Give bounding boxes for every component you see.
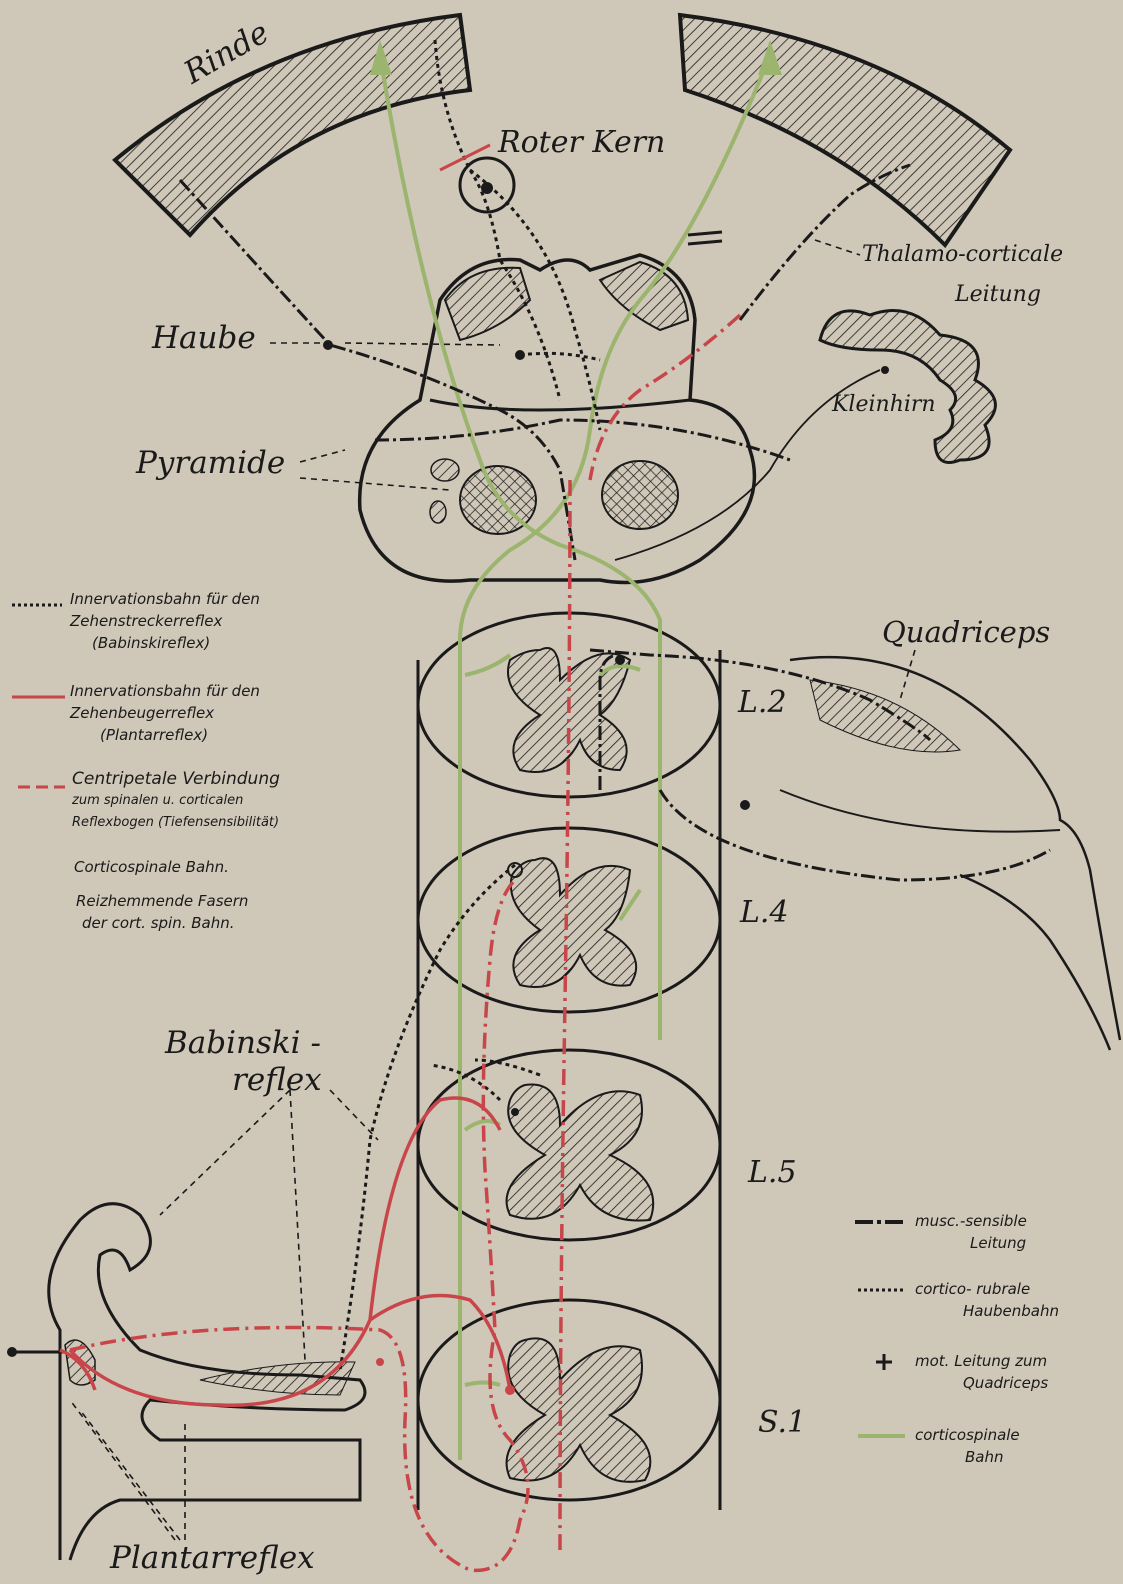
label-segment-l5: L.5 (748, 1155, 797, 1190)
legend-left-item2-line3: (Plantarreflex) (70, 724, 260, 746)
legend-left-item3-line1: Centripetale Verbindung (72, 768, 280, 790)
legend-right-item3-line2: Quadriceps (915, 1372, 1048, 1394)
legend-left-item5-line1: Reizhemmende Fasern (76, 890, 248, 912)
legend-left-item2-line2: Zehenbeugerreflex (70, 702, 260, 724)
legend-right-item3-line1: mot. Leitung zum (915, 1350, 1048, 1372)
cortex-left (115, 15, 470, 235)
label-segment-l4: L.4 (740, 895, 789, 930)
segment-S1 (418, 1300, 720, 1500)
label-plantarreflex: Plantarreflex (110, 1540, 315, 1576)
red-pathways (60, 1098, 510, 1405)
legend-left-item1-line2: Zehenstreckerreflex (70, 610, 260, 632)
legend-left-item2: Innervationsbahn für den Zehenbeugerrefl… (70, 680, 260, 746)
cerebellum (820, 311, 995, 463)
legend-right-item3: mot. Leitung zum Quadriceps (915, 1350, 1048, 1394)
legend-left-item1-line3: (Babinskireflex) (70, 632, 260, 654)
cortex-right (680, 15, 1010, 245)
label-babinski-1: Babinski - (165, 1025, 321, 1061)
label-quadriceps: Quadriceps (882, 615, 1050, 649)
label-kleinhirn: Kleinhirn (832, 392, 936, 417)
legend-left-item3-line3: Reflexbogen (Tiefensensibilität) (72, 812, 280, 834)
legend-right-item4-line2: Bahn (915, 1446, 1020, 1468)
legend-right-item1-line2: Leitung (915, 1232, 1027, 1254)
legend-left-item3: Centripetale Verbindung zum spinalen u. … (72, 768, 280, 834)
label-leitung: Leitung (955, 282, 1041, 307)
label-thalamo: Thalamo-corticale (862, 242, 1063, 267)
legend-left-item3-line2: zum spinalen u. corticalen (72, 790, 280, 812)
legend-left-item5: Reizhemmende Fasern der cort. spin. Bahn… (76, 890, 248, 934)
segment-L4 (418, 828, 720, 1012)
legend-right-item1-line1: musc.-sensible (915, 1210, 1027, 1232)
legend-right-item1: musc.-sensible Leitung (915, 1210, 1027, 1254)
legend-left-item5-line2: der cort. spin. Bahn. (76, 912, 248, 934)
legend-right-item2: cortico- rubrale Haubenbahn (915, 1278, 1059, 1322)
label-haube: Haube (152, 320, 256, 356)
label-segment-l2: L.2 (738, 685, 787, 720)
brainstem (360, 255, 755, 583)
label-babinski-2: reflex (232, 1062, 322, 1098)
segment-L5 (418, 1050, 720, 1240)
legend-left-item1-line1: Innervationsbahn für den (70, 588, 260, 610)
legend-right-item4: corticospinale Bahn (915, 1424, 1020, 1468)
legend-right-item4-line1: corticospinale (915, 1424, 1020, 1446)
label-roter-kern: Roter Kern (498, 125, 665, 160)
label-pyramide: Pyramide (136, 445, 285, 481)
legend-left-item1: Innervationsbahn für den Zehenstreckerre… (70, 588, 260, 654)
label-segment-s1: S.1 (758, 1405, 806, 1440)
pyramid-right (602, 461, 678, 529)
legend-right-item2-line2: Haubenbahn (915, 1300, 1059, 1322)
legend-left-item2-line1: Innervationsbahn für den (70, 680, 260, 702)
legend-left-item4: Corticospinale Bahn. (74, 856, 229, 878)
corticospinal-tract (380, 55, 770, 1460)
legend-right-item2-line1: cortico- rubrale (915, 1278, 1059, 1300)
